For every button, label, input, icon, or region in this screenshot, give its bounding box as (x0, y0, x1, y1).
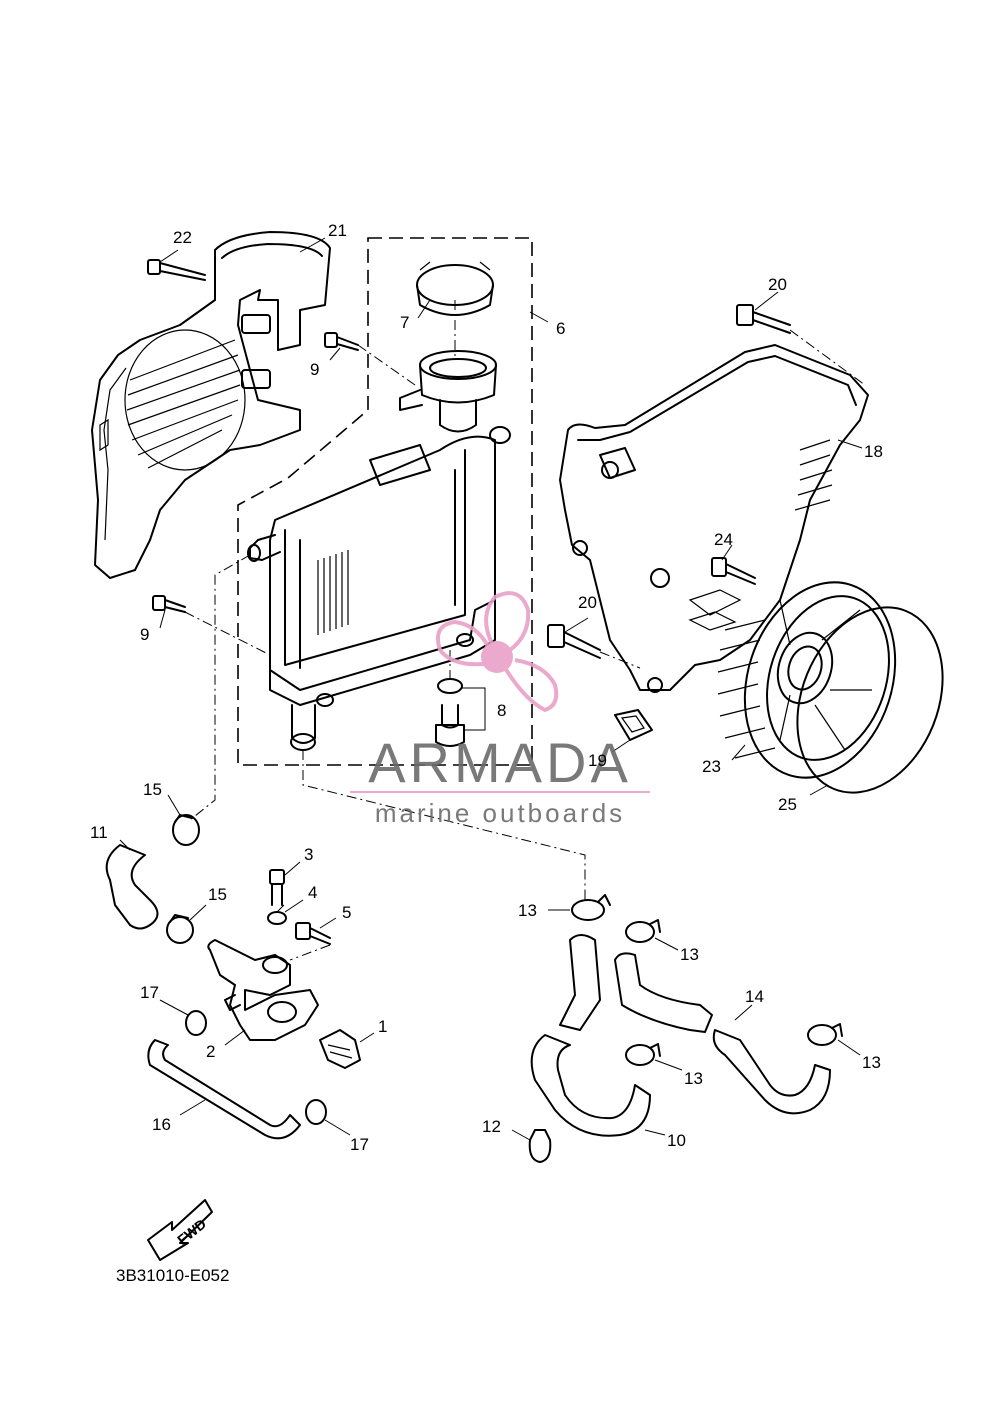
label-17-b: 17 (350, 1135, 369, 1154)
clamp-17-b (305, 1099, 327, 1125)
hose-11 (105, 844, 159, 930)
label-10: 10 (667, 1131, 686, 1150)
kit-outline-6 (237, 237, 533, 766)
hose-10 (530, 1034, 651, 1137)
thermostat (319, 1029, 361, 1069)
leader-lines (119, 237, 863, 1141)
label-9-upper: 9 (310, 360, 319, 379)
label-20-lower: 20 (578, 593, 597, 612)
label-2: 2 (206, 1042, 215, 1061)
label-19: 19 (588, 751, 607, 770)
clamp-13-d (807, 1023, 843, 1046)
cooling-fan (717, 581, 897, 779)
label-25: 25 (778, 795, 797, 814)
bolt-20-upper (736, 304, 791, 334)
part-labels: 22 21 7 6 9 20 18 24 20 9 8 19 23 25 15 … (90, 221, 883, 1154)
label-1: 1 (378, 1017, 387, 1036)
label-16: 16 (152, 1115, 171, 1134)
brand-name: ARMADA (368, 731, 632, 794)
propeller-logo (435, 591, 559, 713)
bolt-5 (295, 922, 331, 945)
diagram-code: 3B31010-E052 (116, 1266, 229, 1285)
fwd-arrow: FWD (147, 1199, 213, 1261)
clamp-15-a (172, 814, 200, 846)
label-21: 21 (328, 221, 347, 240)
label-11: 11 (90, 823, 108, 842)
o-ring (796, 606, 944, 794)
label-13-a: 13 (518, 901, 537, 920)
hose-10-upper (559, 934, 601, 1031)
label-13-c: 13 (684, 1069, 703, 1088)
label-17-a: 17 (140, 983, 159, 1002)
label-5: 5 (342, 903, 351, 922)
hose-14 (712, 1029, 831, 1115)
clip-12 (528, 1129, 552, 1163)
bolt-24 (711, 557, 756, 585)
label-18: 18 (864, 442, 883, 461)
washer-4 (267, 911, 287, 925)
label-15-a: 15 (143, 780, 162, 799)
label-3: 3 (304, 845, 313, 864)
bolt-22 (147, 259, 206, 281)
radiator (247, 426, 511, 751)
label-7: 7 (400, 313, 409, 332)
label-13-b: 13 (680, 945, 699, 964)
bolt-9-upper (324, 332, 359, 351)
label-20-upper: 20 (768, 275, 787, 294)
filler-neck (399, 350, 497, 433)
hose-16 (147, 1039, 301, 1140)
label-15-b: 15 (208, 885, 227, 904)
clamp-13-b (625, 919, 661, 943)
drain-plug (435, 678, 486, 747)
screw-3 (269, 869, 285, 906)
clamp-13-a (571, 894, 611, 921)
label-13-d: 13 (862, 1053, 881, 1072)
clamp-17-a (185, 1010, 207, 1036)
label-9-lower: 9 (140, 625, 149, 644)
label-6: 6 (556, 319, 565, 338)
brand-tagline: marine outboards (375, 798, 625, 828)
fan-shroud (91, 231, 331, 579)
connection-lines (184, 300, 866, 961)
label-12: 12 (482, 1117, 501, 1136)
label-14: 14 (745, 987, 764, 1006)
label-22: 22 (173, 228, 192, 247)
bolt-20-lower (547, 624, 601, 659)
label-24: 24 (714, 530, 733, 549)
label-8: 8 (497, 701, 506, 720)
label-23: 23 (702, 757, 721, 776)
bolt-9-lower (152, 595, 186, 613)
clamp-15-b (166, 914, 194, 944)
thermostat-housing (207, 939, 319, 1041)
label-4: 4 (308, 883, 317, 902)
grommet (614, 709, 653, 741)
fan-cover (559, 344, 869, 693)
hose-14-upper (614, 952, 713, 1033)
armada-watermark: ARMADA marine outboards (350, 591, 650, 828)
clamp-13-c (625, 1043, 661, 1066)
